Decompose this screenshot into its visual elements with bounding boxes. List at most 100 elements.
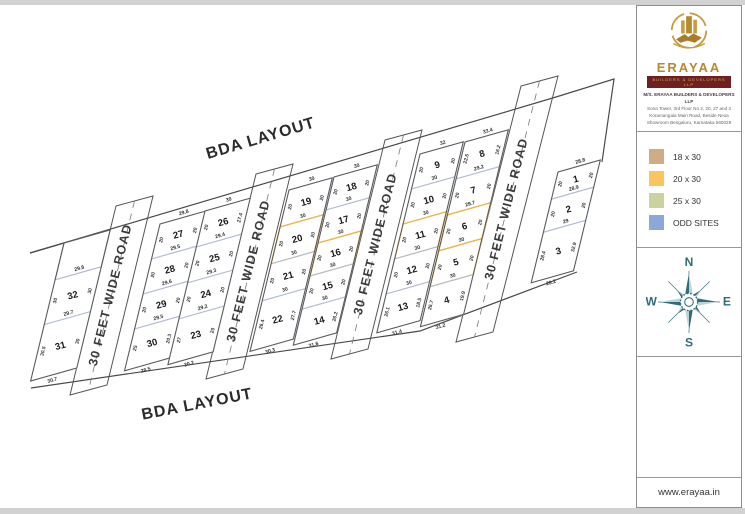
block-outline [249, 177, 333, 353]
top-border-strip [0, 0, 745, 5]
plot-number: 31 [54, 339, 68, 353]
brand-block: ERAYAA BUILDERS & DEVELOPERS LLP M/S. ER… [637, 6, 741, 133]
plot-13[interactable]: 13 31.4 26.1 18.5 [376, 280, 431, 338]
dim-bottom: 31.4 [391, 329, 402, 338]
dim-right: 16.2 [494, 144, 502, 155]
dim-bottom: 30.2 [184, 360, 195, 369]
dim-bottom: 30 [414, 245, 421, 252]
dim-bottom: 28.2 [545, 279, 556, 288]
dim-right: 30 [75, 338, 82, 345]
legend-label: 18 x 30 [673, 151, 701, 162]
compass-west-label: W [646, 295, 657, 309]
dim-left: 27 [176, 337, 183, 344]
plot-number: 10 [422, 194, 435, 207]
dim-bottom: 30 [458, 237, 465, 244]
dim-bottom: 29.3 [206, 268, 217, 277]
dim-right: 18.5 [415, 297, 423, 308]
info-panel: ERAYAA BUILDERS & DEVELOPERS LLP M/S. ER… [636, 5, 742, 508]
dim-right: 27.4 [236, 212, 244, 223]
dim-left: 30 [52, 297, 59, 304]
plot-number: 21 [282, 269, 296, 283]
dim-bottom: 30 [329, 262, 336, 269]
dim-left: 20 [325, 221, 332, 228]
plot-number: 23 [189, 329, 202, 342]
legend-swatch-icon [649, 171, 664, 187]
dim-right: 20 [301, 268, 308, 275]
dim-bottom: 29 [562, 218, 569, 225]
legend-swatch-icon [649, 193, 664, 209]
dim-top: 30 [225, 196, 232, 203]
website-label[interactable]: www.erayaa.in [637, 477, 741, 507]
plot-number: 30 [146, 337, 159, 350]
dim-left: 28.4 [539, 250, 547, 261]
bda-layout-label-bottom: BDA LAYOUT [140, 385, 254, 423]
bottom-border-strip [0, 508, 745, 514]
brand-tagline: BUILDERS & DEVELOPERS LLP [647, 76, 731, 88]
dim-left: 20 [141, 306, 148, 313]
dim-bottom: 29.2 [473, 164, 484, 173]
dim-top: 28.8 [575, 157, 586, 166]
dim-left: 30.5 [39, 346, 47, 357]
dim-left: 20 [269, 277, 276, 284]
plot-number: 28 [163, 263, 176, 276]
block-outline [530, 159, 601, 284]
plot-number: 22 [271, 313, 284, 326]
block-outline [376, 141, 464, 334]
dim-left: 26.4 [258, 319, 266, 330]
boundary-top-line [29, 78, 615, 254]
dim-right: 20 [184, 262, 191, 269]
dim-bottom: 28.5 [140, 366, 151, 375]
legend-label: 20 x 30 [673, 173, 701, 184]
dim-top: 30 [308, 176, 315, 183]
plot-number: 18 [345, 181, 358, 194]
block-outline [167, 197, 251, 366]
dim-bottom: 31.6 [308, 341, 319, 350]
dim-top: 29.8 [178, 209, 189, 218]
dim-left: 20 [454, 192, 461, 199]
plot-number: 12 [405, 264, 418, 277]
compass-block: N E S W [637, 248, 741, 358]
erayaa-logo-icon [670, 12, 708, 49]
dim-bottom: 30 [449, 272, 456, 279]
plot-number: 13 [397, 301, 410, 314]
plot-30[interactable]: 30 28.5 25 20.3 [123, 315, 181, 375]
legend-item: 25 x 30 [649, 193, 741, 209]
plot-number: 26 [217, 216, 230, 229]
plot-number: 14 [313, 314, 327, 328]
dim-right: 20 [442, 192, 449, 199]
dim-right: 20.3 [165, 333, 173, 344]
dim-right: 20 [433, 227, 440, 234]
block-outline [292, 164, 378, 346]
plot-number: 6 [461, 221, 469, 233]
dim-bottom: 30 [290, 250, 297, 257]
dim-left: 20 [317, 254, 324, 261]
dim-left: 20 [186, 296, 193, 303]
legend-swatch-icon [649, 215, 664, 231]
dim-right: 20 [425, 262, 432, 269]
dim-left: 26.7 [427, 300, 435, 311]
dim-left: 26.1 [383, 306, 391, 317]
plot-number: 16 [329, 247, 342, 260]
legend-label: 25 x 30 [673, 195, 701, 206]
dim-left: 20 [203, 224, 210, 231]
dim-left: 25 [132, 345, 139, 352]
dim-left: 20 [550, 211, 557, 218]
block-outline [419, 129, 509, 328]
plot-number: 17 [337, 214, 350, 227]
plot-number: 19 [300, 196, 313, 209]
road-centerline [224, 168, 275, 375]
dim-right: 27.7 [290, 310, 298, 321]
brand-name: ERAYAA [656, 60, 722, 75]
dim-left: 20 [418, 166, 425, 173]
plot-number: 11 [414, 229, 427, 242]
dim-left: 20 [333, 188, 340, 195]
dim-right: 20 [310, 231, 317, 238]
dim-bottom: 29.4 [215, 232, 226, 241]
boundary-bottom-line [30, 271, 578, 389]
